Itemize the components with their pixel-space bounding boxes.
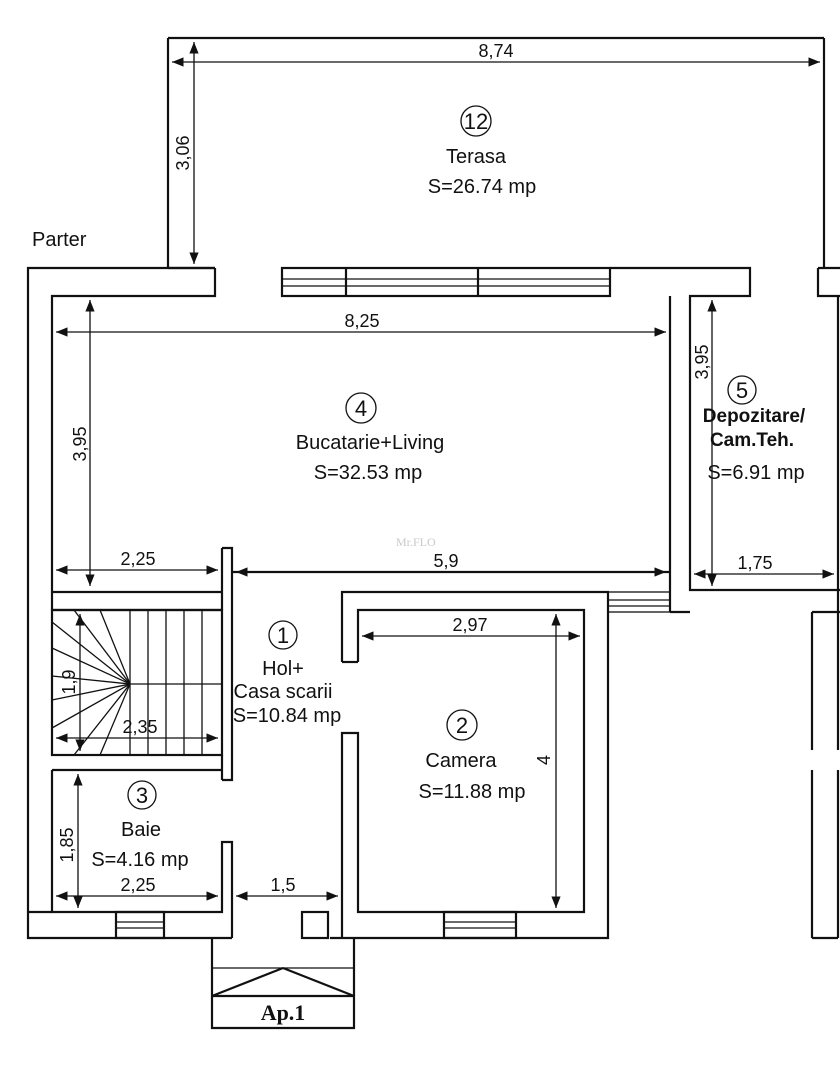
room-number: 4 (355, 396, 367, 421)
room-number: 2 (456, 713, 468, 738)
room-number-circle (345, 392, 377, 424)
dim-terasa-width: 8,74 (478, 41, 513, 61)
dim-baie-width: 2,25 (120, 875, 155, 895)
floor-label: Parter (32, 229, 87, 251)
room-area-living: S=32.53 mp (314, 462, 422, 484)
dim-camera-depth: 4 (534, 755, 554, 765)
room-number-circle (446, 709, 478, 741)
room-name-depozitare: Depozitare/ (703, 406, 806, 427)
room-number: 1 (277, 623, 289, 648)
room-name-casa-scarii: Casa scarii (234, 681, 333, 703)
dim-baie-depth: 1,85 (57, 827, 77, 862)
dim-depozitare-width: 1,75 (737, 553, 772, 573)
room-name-camera: Camera (425, 750, 497, 772)
room-number-circle (727, 375, 757, 405)
terrace-outline (166, 36, 826, 268)
dim-corridor-width: 1,5 (270, 875, 295, 895)
dim-living-bottom-left: 2,25 (120, 549, 155, 569)
dim-living-depth: 3,95 (70, 426, 90, 461)
room-area-baie: S=4.16 mp (91, 849, 188, 871)
room-name-cam-teh: Cam.Teh. (710, 430, 794, 451)
apartment-label: Ap.1 (261, 1000, 306, 1025)
room-name-baie: Baie (121, 819, 161, 841)
dim-terasa-depth: 3,06 (173, 135, 193, 170)
dim-depozitare-depth: 3,95 (692, 344, 712, 379)
dim-camera-width: 2,97 (452, 615, 487, 635)
room-name-living: Bucatarie+Living (296, 432, 444, 454)
room-number-circle (460, 105, 492, 137)
room-number: 12 (464, 109, 488, 134)
room-number: 5 (736, 378, 748, 403)
watermark: Mr.FLO (396, 535, 436, 549)
room-area-hol: S=10.84 mp (233, 705, 341, 727)
room-number: 3 (136, 783, 148, 808)
room-name-hol: Hol+ (262, 658, 304, 680)
room-number-circle (268, 620, 298, 650)
room-number-circle (127, 780, 157, 810)
dim-stair-width: 2,35 (122, 717, 157, 737)
dimension-lines (56, 42, 834, 908)
dim-stair-depth: 1,9 (59, 669, 79, 694)
dim-living-width: 8,25 (344, 311, 379, 331)
room-name-terasa: Terasa (446, 146, 507, 168)
staircase (51, 609, 222, 756)
entrance-steps (210, 938, 356, 1030)
dim-living-bottom-right: 5,9 (433, 551, 458, 571)
room-area-camera: S=11.88 mp (419, 781, 526, 803)
room-area-terasa: S=26.74 mp (428, 176, 536, 198)
room-area-depozitare: S=6.91 mp (707, 462, 804, 484)
